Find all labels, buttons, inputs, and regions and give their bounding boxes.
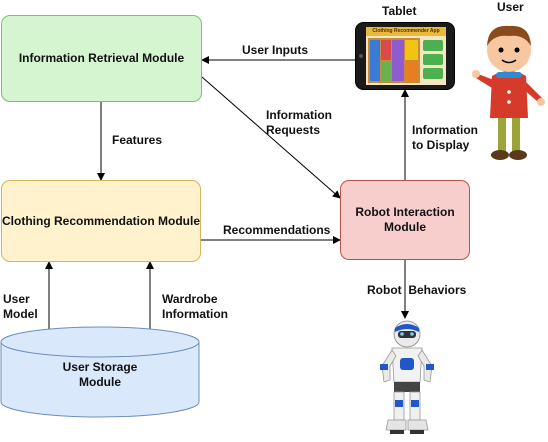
clothing-recommendation-module-label: Clothing Recommendation Module xyxy=(2,213,200,228)
label-user-model: User Model xyxy=(3,292,38,321)
arrow-information-requests xyxy=(201,76,341,199)
clothing-recommendation-module: Clothing Recommendation Module xyxy=(1,180,201,262)
label-features: Features xyxy=(112,133,163,147)
tablet-app-title: Clothing Recommender App xyxy=(372,28,440,34)
user-label: User xyxy=(497,0,524,14)
label-user-inputs: User Inputs xyxy=(242,43,309,57)
tablet-image: Clothing Recommender App xyxy=(355,22,455,90)
user-storage-module-label: User Storage Module xyxy=(62,360,138,389)
user-storage-cylinder xyxy=(0,326,200,418)
user-figure-icon xyxy=(472,25,545,160)
robot-interaction-module-label: Robot Interaction Module xyxy=(355,205,455,234)
information-retrieval-module: Information Retrieval Module xyxy=(1,15,202,102)
robot-figure-icon xyxy=(380,320,434,434)
label-information-requests: Information Requests xyxy=(266,108,332,137)
label-information-to-display: Information to Display xyxy=(412,123,478,152)
robot-interaction-module: Robot Interaction Module xyxy=(340,180,470,260)
label-robot-behaviors: Robot Behaviors xyxy=(367,283,467,297)
label-recommendations: Recommendations xyxy=(223,223,331,237)
label-wardrobe-information: Wardrobe Information xyxy=(162,292,228,321)
information-retrieval-module-label: Information Retrieval Module xyxy=(18,51,185,65)
tablet-label: Tablet xyxy=(382,4,417,18)
